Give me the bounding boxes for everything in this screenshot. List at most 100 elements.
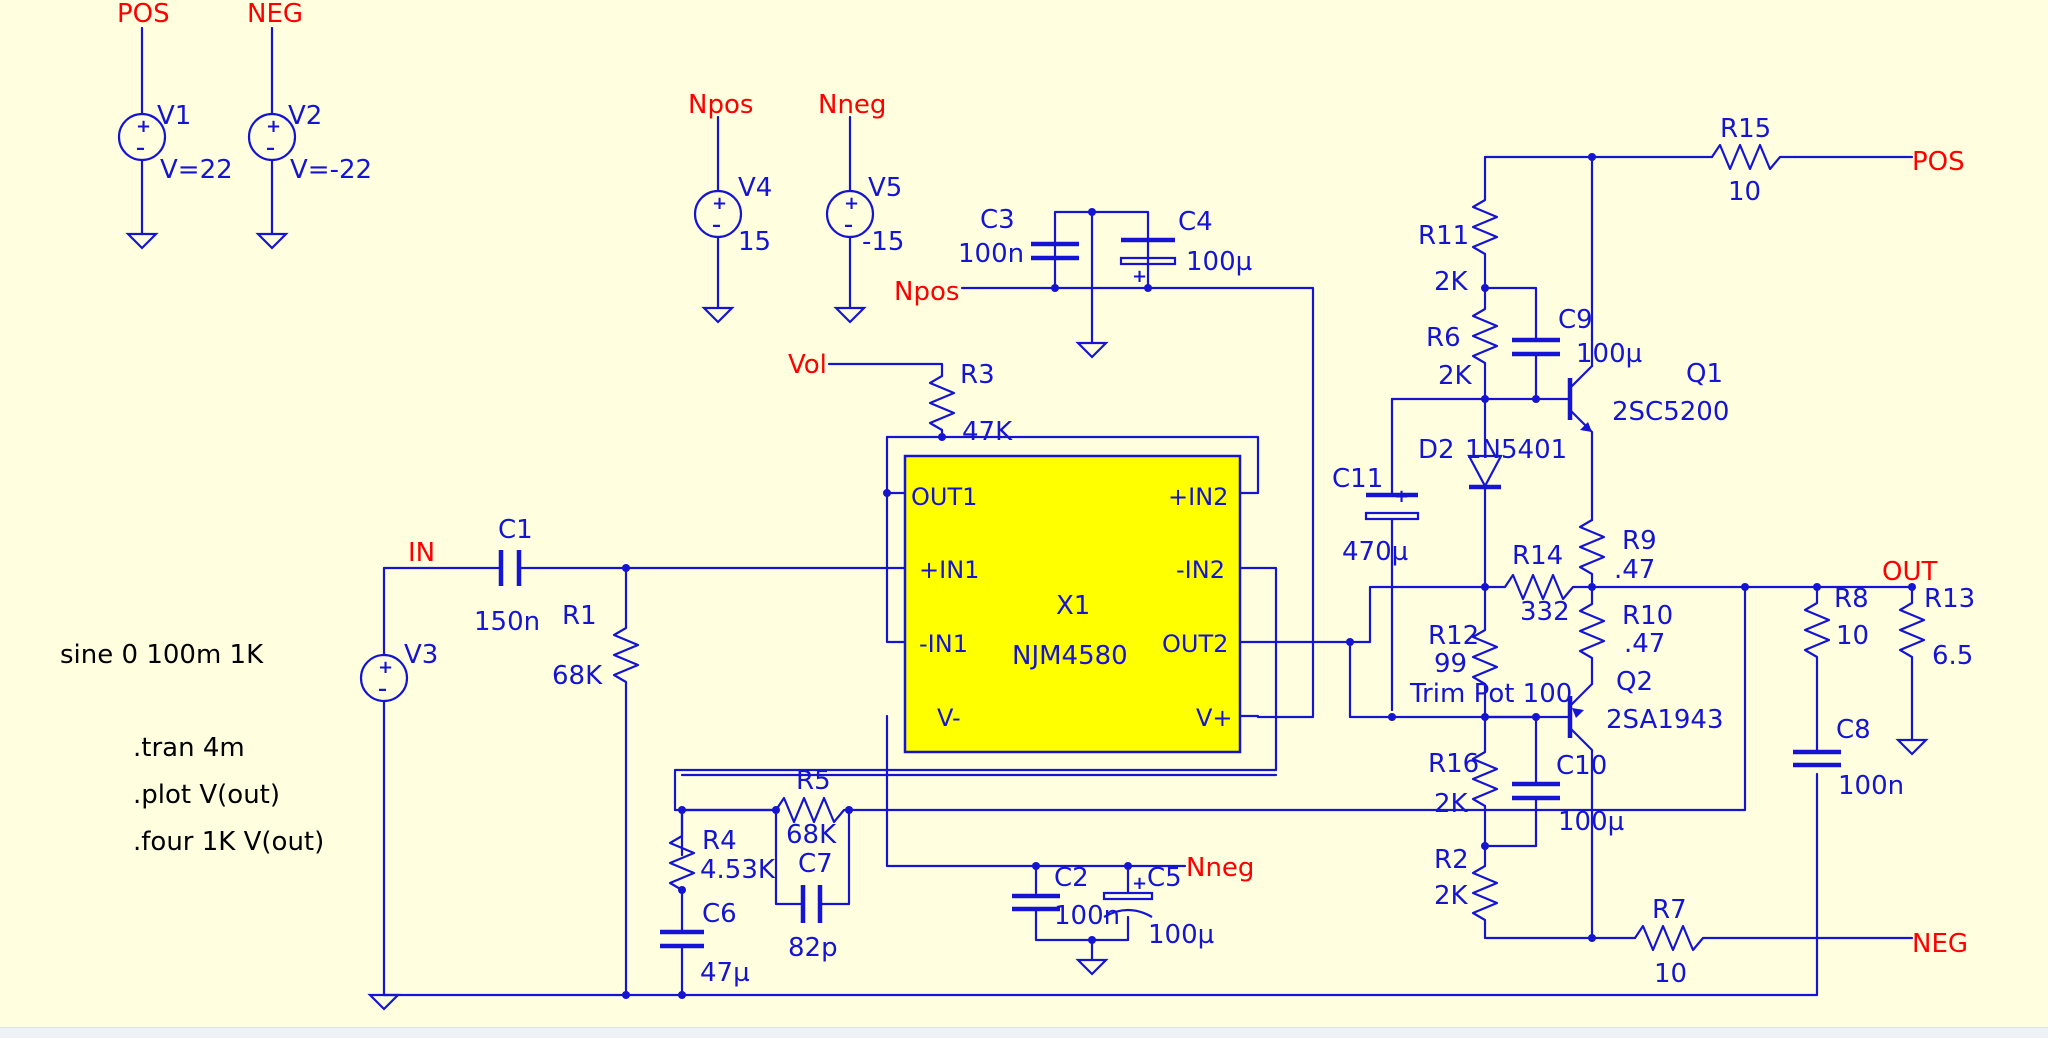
c6-name: C6: [702, 899, 737, 929]
resistor-r14[interactable]: R14 332: [1483, 541, 1594, 627]
diode-d2[interactable]: D2 1N5401: [1418, 397, 1567, 612]
r15-name: R15: [1720, 114, 1771, 144]
resistor-r13[interactable]: R13 6.5: [1898, 584, 1975, 742]
c7-name: C7: [798, 849, 833, 879]
capacitor-c6[interactable]: C6 47µ: [660, 899, 750, 997]
c8-name: C8: [1836, 715, 1871, 745]
svg-text:–: –: [378, 679, 387, 700]
source-v4[interactable]: + – V4 15: [693, 115, 772, 324]
capacitor-c8[interactable]: C8 100n: [1793, 715, 1904, 801]
r14-value: 332: [1520, 597, 1570, 627]
c7-value: 82p: [788, 933, 838, 963]
resistor-r1[interactable]: R1 68K: [552, 566, 640, 997]
v5-value: -15: [862, 227, 904, 257]
capacitor-c4[interactable]: + C4 100µ: [1119, 207, 1252, 287]
source-v5[interactable]: + – V5 -15: [825, 115, 904, 324]
transistor-q2[interactable]: Q2 2SA1943: [1567, 667, 1723, 940]
capacitor-c3[interactable]: C3 100n: [958, 205, 1079, 269]
directive-plot: .plot V(out): [133, 780, 280, 810]
r15-value: 10: [1728, 177, 1761, 207]
r8-name: R8: [1834, 584, 1869, 614]
svg-text:+: +: [378, 657, 393, 678]
r2-name: R2: [1434, 845, 1469, 875]
r6-value: 2K: [1438, 361, 1473, 391]
r10-name: R10: [1622, 601, 1673, 631]
resistor-r10[interactable]: R10 .47: [1578, 585, 1673, 686]
net-pos-r15: POS: [1912, 147, 1965, 177]
source-v2[interactable]: + – V2 V=-22: [247, 26, 372, 250]
resistor-r5[interactable]: R5 68K: [680, 583, 1747, 850]
r12-name: R12: [1428, 621, 1479, 651]
r13-name: R13: [1924, 584, 1975, 614]
svg-text:+: +: [136, 116, 151, 137]
r12-value: 99: [1434, 649, 1467, 679]
capacitor-c1[interactable]: C1 150n: [474, 515, 540, 637]
c10-value: 100µ: [1558, 807, 1624, 837]
resistor-r6[interactable]: R6 2K: [1426, 286, 1499, 401]
directive-tran: .tran 4m: [133, 733, 245, 763]
v4-name: V4: [738, 173, 772, 203]
resistor-r4[interactable]: R4 4.53K: [668, 808, 776, 932]
net-nneg-c5: Nneg: [1186, 853, 1254, 883]
d2-value: 1N5401: [1465, 435, 1567, 465]
d2-name: D2: [1418, 435, 1455, 465]
r16-name: R16: [1428, 749, 1479, 779]
capacitor-c9[interactable]: C9 100µ: [1512, 305, 1642, 369]
v5-name: V5: [868, 173, 902, 203]
net-npos-c3: Npos: [894, 277, 959, 307]
resistor-r7[interactable]: R7 10: [1633, 895, 1914, 989]
svg-text:+: +: [844, 193, 859, 214]
c3-value: 100n: [958, 239, 1024, 269]
net-in: IN: [408, 538, 435, 568]
resistor-r3[interactable]: R3 47K: [827, 360, 1013, 447]
resistor-r12[interactable]: R12 99 Trim Pot 100: [1409, 608, 1572, 719]
c2-value: 100n: [1054, 901, 1120, 931]
c5-name: C5: [1147, 863, 1182, 893]
capacitor-c2[interactable]: C2 100n: [1012, 863, 1120, 931]
r9-name: R9: [1622, 526, 1657, 556]
source-v1[interactable]: + – V1 V=22: [117, 26, 233, 250]
pin-in1p: +IN1: [919, 556, 979, 584]
c5-value: 100µ: [1148, 920, 1214, 950]
pin-vplus: V+: [1196, 704, 1233, 732]
pin-vminus: V-: [937, 704, 961, 732]
capacitor-c7[interactable]: C7 82p: [788, 849, 838, 963]
r11-value: 2K: [1434, 267, 1469, 297]
svg-text:+: +: [266, 116, 281, 137]
v2-value: V=-22: [290, 155, 372, 185]
resistor-r15[interactable]: R15 10: [1710, 114, 1797, 207]
r2-value: 2K: [1434, 881, 1469, 911]
svg-text:+: +: [712, 193, 727, 214]
opamp-x1[interactable]: OUT1 +IN1 -IN1 V- +IN2 -IN2 OUT2 V+ X1 N…: [903, 454, 1242, 754]
svg-text:+: +: [1132, 873, 1147, 894]
svg-text:+: +: [1394, 486, 1409, 507]
capacitor-c5[interactable]: + C5 100µ: [1102, 863, 1214, 950]
r11-name: R11: [1418, 221, 1469, 251]
capacitor-c11[interactable]: + C11 470µ: [1332, 464, 1420, 567]
transistor-q1[interactable]: Q1 2SC5200: [1567, 359, 1729, 522]
resistor-r2[interactable]: R2 2K: [1434, 844, 1637, 940]
c10-name: C10: [1556, 751, 1607, 781]
resistor-r9[interactable]: R9 .47: [1578, 518, 1657, 589]
pin-in1n: -IN1: [919, 630, 968, 658]
c1-name: C1: [498, 515, 533, 545]
r16-value: 2K: [1434, 789, 1469, 819]
r12-extra: Trim Pot 100: [1409, 679, 1572, 709]
svg-text:–: –: [266, 138, 275, 159]
svg-text:+: +: [1132, 266, 1147, 287]
r1-value: 68K: [552, 661, 603, 691]
source-v3[interactable]: + – V3: [359, 566, 438, 997]
wire-ground-rail: [382, 772, 1819, 997]
c9-value: 100µ: [1576, 339, 1642, 369]
resistor-r8[interactable]: R8 10: [1803, 584, 1869, 754]
resistor-r16[interactable]: R16 2K: [1428, 715, 1499, 848]
net-npos-top: Npos: [688, 90, 753, 120]
capacitor-c10[interactable]: C10 100µ: [1512, 751, 1624, 837]
c11-name: C11: [1332, 464, 1383, 494]
resistor-r11[interactable]: R11 2K: [1418, 155, 1499, 297]
r9-value: .47: [1614, 555, 1655, 585]
q2-value: 2SA1943: [1606, 705, 1723, 735]
status-bar: [0, 1027, 2048, 1038]
svg-text:–: –: [712, 215, 721, 236]
